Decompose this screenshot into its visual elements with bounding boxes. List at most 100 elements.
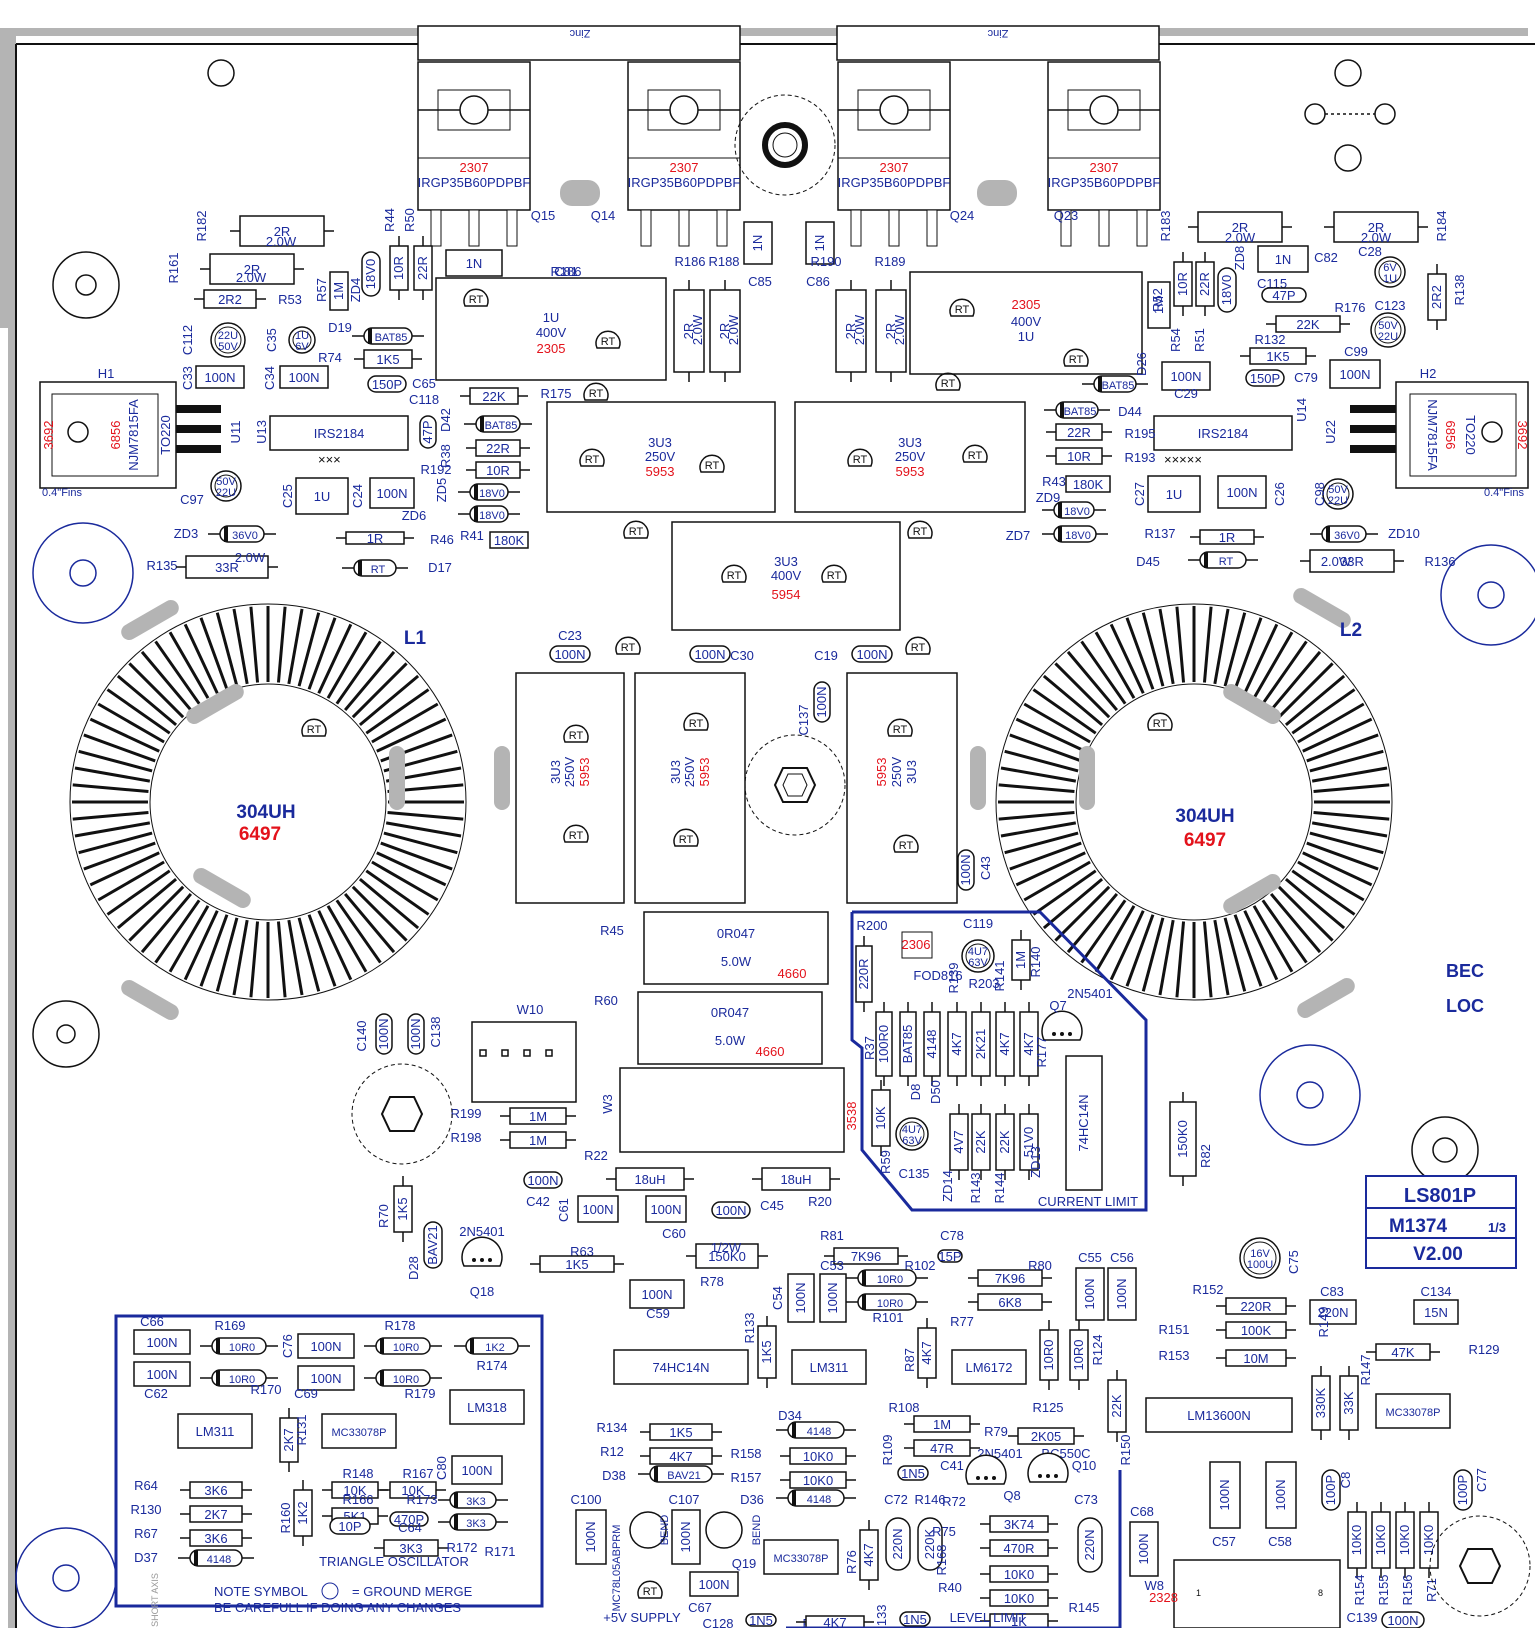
label: 10R0: [1041, 1339, 1056, 1370]
svg-text:3U3: 3U3: [898, 435, 922, 450]
label: 2R: [244, 262, 261, 277]
resistor-r153: 10M: [1216, 1349, 1296, 1367]
svg-text:×××××: ×××××: [1164, 452, 1202, 467]
label: 10K0: [1397, 1525, 1412, 1555]
cap-c27: 1U: [1147, 475, 1201, 513]
label: 1M: [933, 1417, 951, 1432]
label: 2R: [274, 224, 291, 239]
label: 100N: [1082, 1278, 1097, 1309]
label: RT: [1219, 556, 1234, 568]
label: C75: [1286, 1250, 1301, 1274]
label: 1K5: [759, 1340, 774, 1363]
label: R193: [1124, 450, 1155, 465]
label: 2R2: [218, 292, 242, 307]
ic-u12: LM6172: [951, 1349, 1027, 1385]
label: R67: [134, 1526, 158, 1541]
label: C98: [1312, 482, 1327, 506]
label: 10M: [1243, 1351, 1268, 1366]
cap-c19: 100N: [851, 645, 893, 663]
resistor-r131: 2K7: [279, 1408, 299, 1472]
cap-c43: 100N: [957, 849, 975, 891]
svg-text:H2: H2: [1420, 366, 1437, 381]
label: 22U: [218, 330, 238, 342]
label: 100N: [1339, 367, 1370, 382]
cap-c55: 100N: [1075, 1267, 1105, 1321]
label: R46: [430, 532, 454, 547]
label: 100N: [958, 854, 973, 885]
label: C58: [1268, 1534, 1292, 1549]
label: R70: [376, 1204, 391, 1228]
svg-text:W8: W8: [1145, 1578, 1165, 1593]
toroid-l1: [69, 603, 467, 1001]
svg-text:R60: R60: [594, 993, 618, 1008]
label: ZD5: [434, 478, 449, 503]
label: 33R: [215, 560, 239, 575]
label: 2R2: [1429, 285, 1444, 309]
label: C29: [1174, 386, 1198, 401]
label: 100N: [1226, 485, 1257, 500]
svg-text:MC78L05ABPRM: MC78L05ABPRM: [611, 1525, 623, 1612]
label: 2R: [1368, 220, 1385, 235]
label: 220R: [856, 958, 871, 989]
heatsink-h2: H2 TO220 NJM7815FA 6856 3692 0.4"Fins: [1350, 366, 1530, 499]
cap-c65: 150P: [367, 375, 407, 393]
zener-zd8: 18V0: [1217, 267, 1237, 313]
resistor-r137: 1R: [1190, 529, 1264, 545]
label: 6K8: [998, 1295, 1021, 1310]
label: R133: [742, 1312, 757, 1343]
svg-text:BEC: BEC: [1446, 961, 1484, 981]
cap-c45: 100N: [711, 1201, 751, 1219]
label: 22K: [973, 1130, 988, 1153]
label: R147: [1358, 1354, 1373, 1385]
cap-c7: 3U3 400V 5954: [671, 521, 901, 631]
label: 22U: [1328, 495, 1348, 507]
label: IRGP35B60PDPBF: [628, 175, 741, 190]
gray-pad: [1297, 978, 1355, 1018]
diode-d44: BAT85: [1044, 401, 1110, 419]
label: ZD6: [402, 508, 427, 523]
label: R161: [166, 252, 181, 283]
label: 100N: [825, 1282, 840, 1313]
resistor-r129: 47K: [1366, 1343, 1440, 1361]
svg-text:4660: 4660: [756, 1044, 785, 1059]
svg-text:0R047: 0R047: [717, 926, 755, 941]
svg-text:2306: 2306: [902, 937, 931, 952]
toroid-l2: [995, 603, 1393, 1001]
label: ZD14: [940, 1170, 955, 1202]
label: R182: [194, 210, 209, 241]
label: 22K: [1109, 1394, 1124, 1417]
label: R172: [446, 1540, 477, 1555]
label: 10K: [401, 1483, 424, 1498]
resistor-c: 4K7: [995, 1002, 1015, 1086]
label: 100N: [1273, 1479, 1288, 1510]
svg-text:×××: ×××: [318, 452, 341, 467]
svg-text:304UH: 304UH: [1175, 806, 1234, 827]
label: 10K0: [1373, 1525, 1388, 1555]
cap-c42: 100N: [523, 1171, 563, 1189]
cap-c23: 100N: [549, 645, 591, 663]
resistor-r87: 4K7: [917, 1318, 937, 1388]
label: R154: [1352, 1574, 1367, 1605]
label: 100N: [582, 1202, 613, 1217]
label: 100P: [1455, 1475, 1470, 1505]
label: 1U: [295, 330, 309, 342]
label: 1U: [1166, 487, 1183, 502]
label: 1K5: [669, 1425, 692, 1440]
label: 2.0W: [1321, 554, 1352, 569]
label: 2R: [883, 323, 898, 340]
label: R145: [1068, 1600, 1099, 1615]
label: 1M: [1151, 296, 1166, 314]
svg-text:C81: C81: [554, 264, 578, 279]
cap-c118b: 47P: [419, 415, 437, 449]
label: R72: [942, 1494, 966, 1509]
label: 18V0: [479, 510, 505, 522]
label: D34: [778, 1408, 802, 1423]
current-limit-region: CURRENT LIMIT 74HC14N 2306 FOD816 2N5401: [850, 910, 1148, 1212]
label: D45: [1136, 554, 1160, 569]
label: R109: [880, 1434, 895, 1465]
label: BAV21: [425, 1225, 440, 1265]
resistor-r50: 22R: [413, 236, 433, 300]
cap-c33: 100N: [195, 365, 245, 389]
